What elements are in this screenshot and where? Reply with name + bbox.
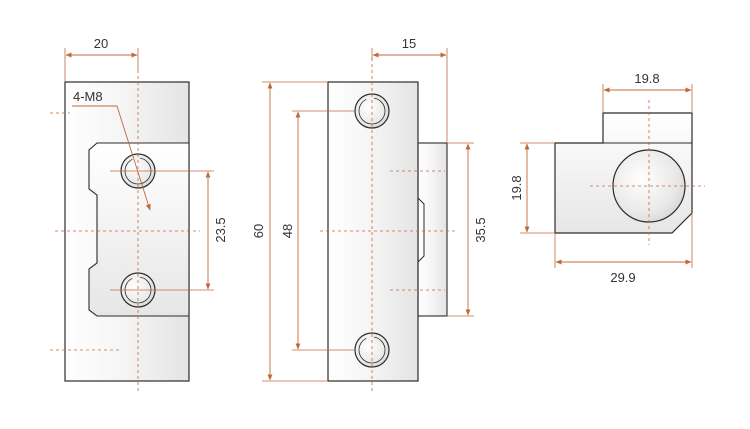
side-hole-spacing-label: 48 <box>280 224 295 238</box>
top-width-label: 19.8 <box>634 71 659 86</box>
top-view: 19.8 19.8 29.9 <box>509 71 705 285</box>
front-hole-spacing-label: 23.5 <box>213 217 228 242</box>
front-width-label: 20 <box>94 36 108 51</box>
side-hole-bottom-inner <box>358 336 386 364</box>
side-groove <box>417 197 425 263</box>
side-width-label: 15 <box>402 36 416 51</box>
side-flange-height-label: 35.5 <box>473 217 488 242</box>
side-body <box>327 81 419 382</box>
front-view: 20 23.5 4-M8 <box>50 36 228 392</box>
thread-label: 4-M8 <box>73 89 103 104</box>
side-height-label: 60 <box>251 224 266 238</box>
top-total-width-label: 29.9 <box>610 270 635 285</box>
front-slot <box>88 142 190 317</box>
thread-leader-line <box>72 105 151 211</box>
side-view: 15 60 48 35.5 <box>251 36 488 392</box>
side-hole-top <box>354 93 390 129</box>
top-height-label: 19.8 <box>509 175 524 200</box>
side-hole-bottom <box>354 332 390 368</box>
